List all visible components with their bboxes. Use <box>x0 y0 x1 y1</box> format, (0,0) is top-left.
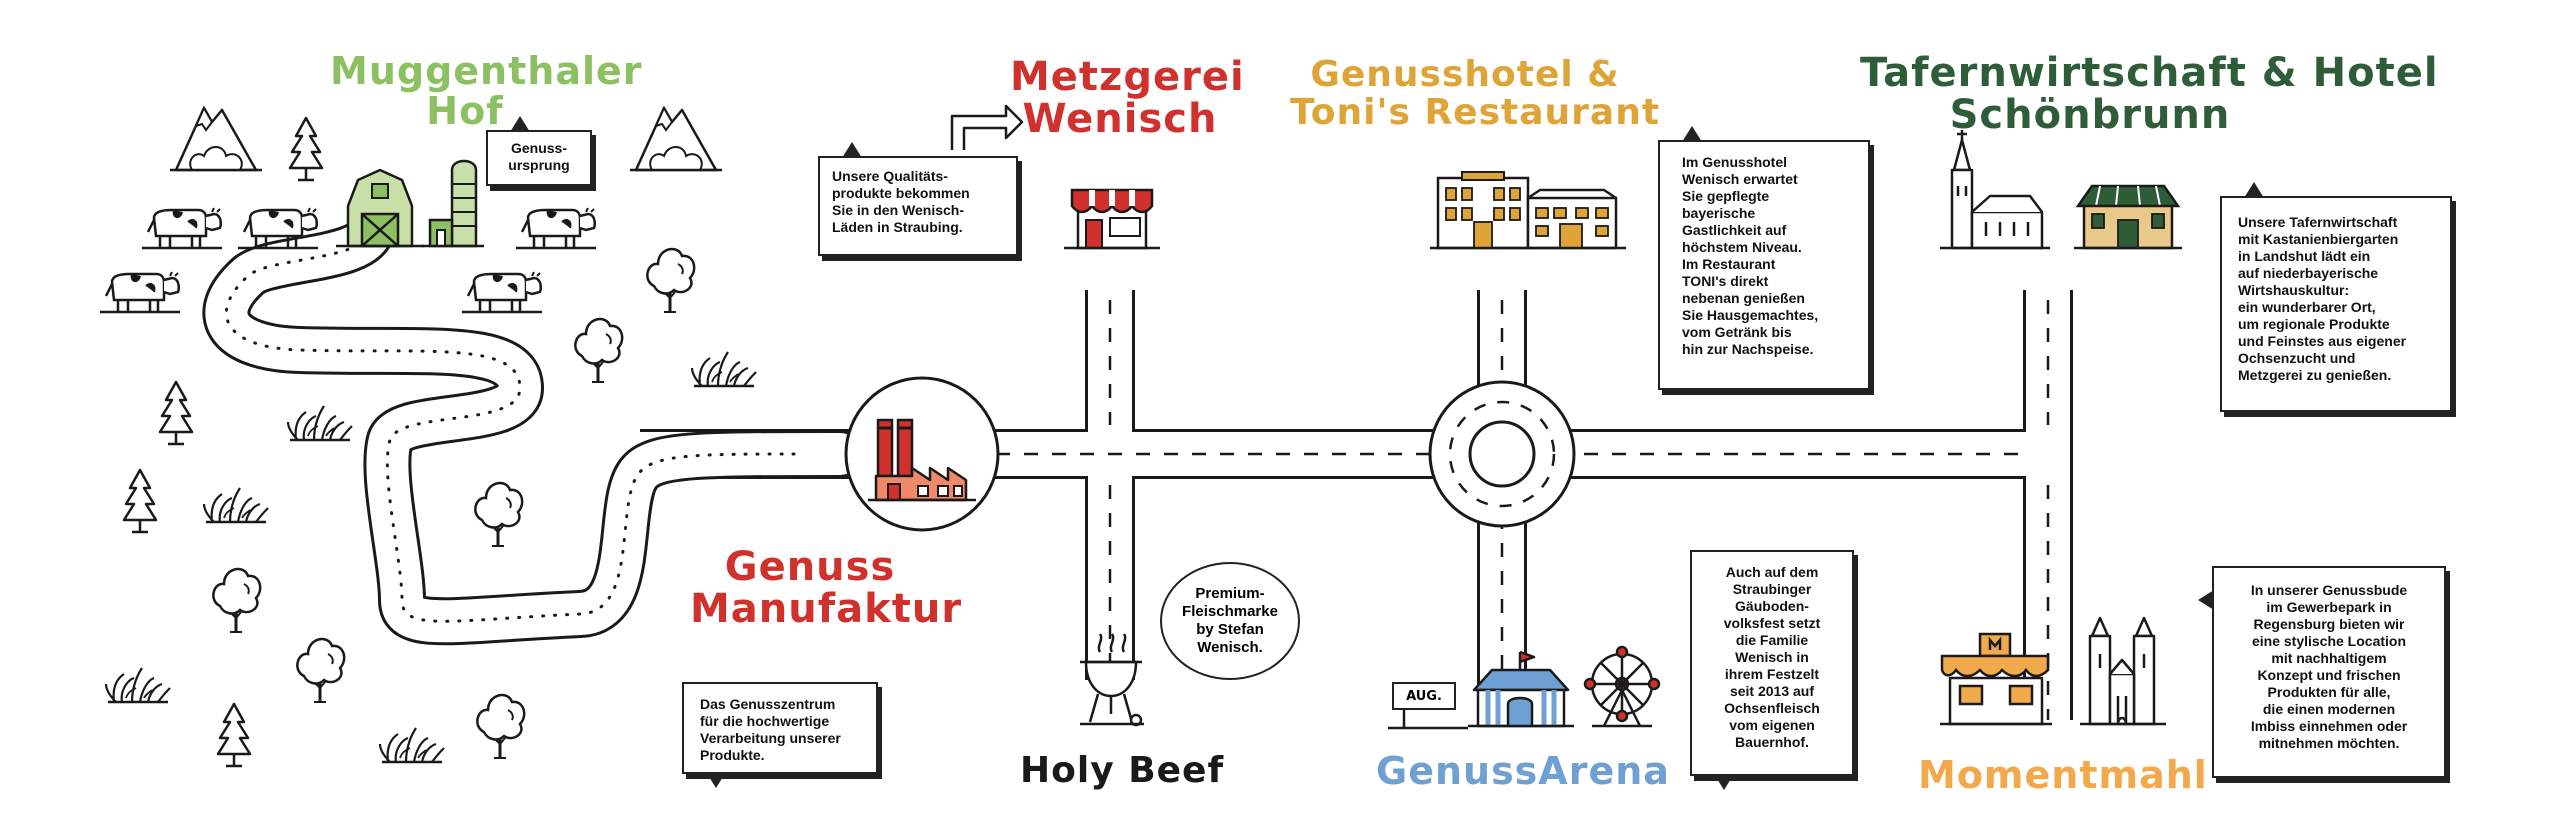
title-tafernwirtschaft: Tafernwirtschaft & Hotel Schönbrunn <box>1860 50 2439 138</box>
title-genusshotel: Genusshotel & Toni's Restaurant <box>1290 54 1661 133</box>
sign-post <box>1388 708 1468 730</box>
butcher-shop-icon <box>1064 188 1160 250</box>
tree-icon <box>475 693 526 760</box>
bush-icon <box>104 666 172 704</box>
cow-icon <box>98 270 182 314</box>
info-box-manufaktur: Das Genusszentrum für die hochwertige Ve… <box>682 682 878 788</box>
aug-sign: AUG. <box>1392 682 1456 710</box>
church-icon <box>1940 130 2050 250</box>
info-box-genussarena: Auch auf dem Straubinger Gäuboden- volks… <box>1690 550 1854 790</box>
circus-tent-icon <box>1468 650 1574 728</box>
title-muggenthaler-hof: Muggenthaler Hof <box>330 49 643 133</box>
title-line: Manufaktur <box>690 586 963 632</box>
grill-icon <box>1080 633 1144 727</box>
title-metzgerei-wenisch: Metzgerei Wenisch <box>1010 54 1245 142</box>
info-box-genussursprung: Genuss- ursprung <box>486 116 592 186</box>
factory-icon <box>844 376 1000 532</box>
fir-icon <box>216 702 252 768</box>
arrow-icon <box>950 104 1024 150</box>
bush-icon <box>286 404 354 442</box>
title-genuss-manufaktur: Genuss Manufaktur <box>690 544 963 632</box>
silo-icon <box>420 159 486 248</box>
title-line: Tafernwirtschaft & Hotel <box>1860 50 2439 96</box>
title-line: Genuss <box>724 544 896 590</box>
cow-icon <box>140 206 224 250</box>
title-momentmahl: Momentmahl <box>1918 753 2208 797</box>
title-line: Muggenthaler <box>330 49 643 93</box>
inn-icon <box>2074 184 2182 250</box>
title-line: Wenisch <box>1022 96 1218 142</box>
title-line: Metzgerei <box>1010 54 1245 100</box>
hotel-icon <box>1430 171 1626 250</box>
tree-icon <box>473 481 524 548</box>
cathedral-icon <box>2080 616 2166 726</box>
bush-icon <box>202 486 270 524</box>
farm-path <box>202 202 864 646</box>
title-line: Schönbrunn <box>1949 92 2231 138</box>
title-line: Hof <box>426 88 504 133</box>
barn-icon <box>334 168 426 248</box>
food-stall-icon <box>1940 632 2052 726</box>
title-line: Genusshotel & <box>1310 54 1620 95</box>
info-box-genusshotel: Im Genusshotel Wenisch erwartet Sie gepf… <box>1658 126 1870 390</box>
tree-icon <box>645 247 696 314</box>
bush-icon <box>690 350 758 388</box>
fir-icon <box>158 380 194 446</box>
tree-icon <box>211 567 262 634</box>
title-line: Toni's Restaurant <box>1290 91 1661 133</box>
info-box-metzgerei: Unsere Qualitäts- produkte bekommen Sie … <box>818 142 1018 256</box>
tree-icon <box>295 637 346 704</box>
title-holy-beef: Holy Beef <box>1020 750 1225 791</box>
speech-bubble-holy-beef: Premium- Fleischmarke by Stefan Wenisch. <box>1160 562 1300 680</box>
fir-icon <box>122 468 158 534</box>
cow-icon <box>514 206 598 250</box>
fir-icon <box>288 116 324 182</box>
cow-icon <box>460 270 544 314</box>
info-box-tafernwirtschaft: Unsere Tafernwirtschaft mit Kastanienbie… <box>2220 182 2452 412</box>
mountain-icon <box>628 106 724 172</box>
title-genussarena: GenussArena <box>1376 749 1670 793</box>
info-box-momentmahl: In unserer Genussbude im Gewerbepark in … <box>2198 566 2446 778</box>
mountain-icon <box>168 106 264 172</box>
ferris-wheel-icon <box>1583 645 1661 728</box>
tree-icon <box>573 317 624 384</box>
bush-icon <box>378 726 446 764</box>
